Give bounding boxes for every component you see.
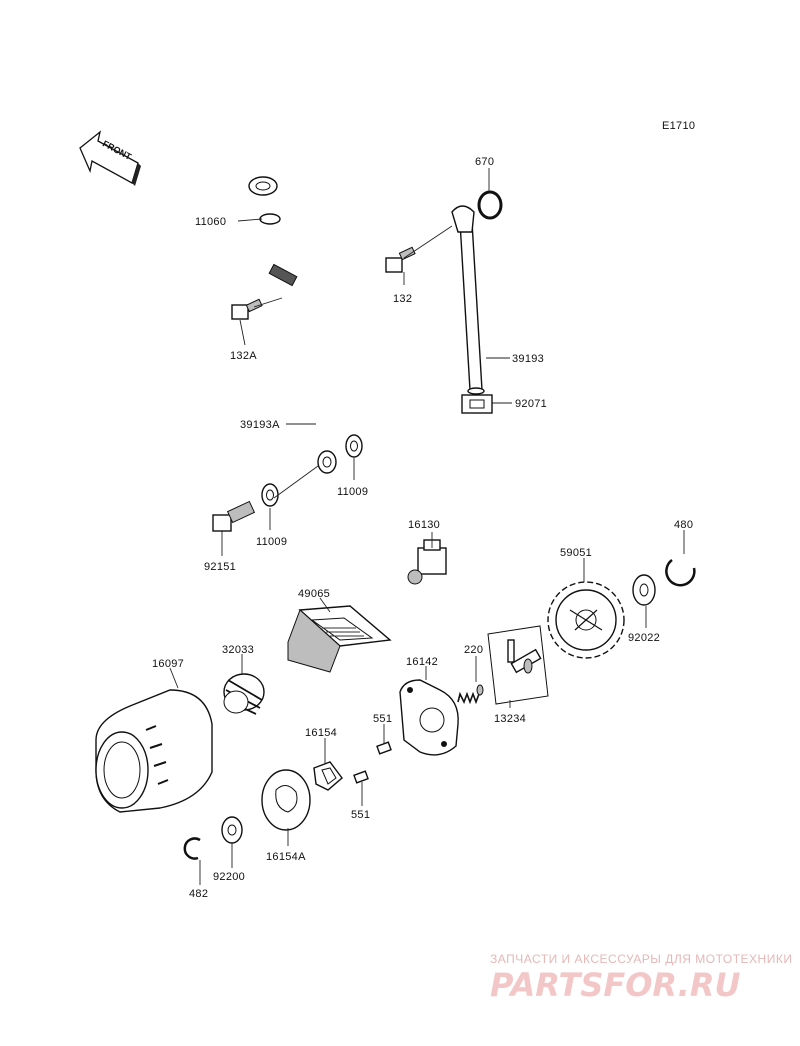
part-label: 59051 [560,547,592,559]
clamp-92071 [461,394,493,414]
pump-body-16142 [399,679,459,756]
oil-pipe-39193A [241,176,337,474]
bolt-132 [385,246,416,273]
part-label: 39193A [240,419,280,431]
part-label: 92071 [515,398,547,410]
part-label: 39193 [512,353,544,365]
circlip-482 [183,837,201,860]
spring-220 [457,684,484,705]
part-label: 11009 [256,536,287,548]
oil-pipe-39193 [451,205,485,395]
shaft-13234 [487,625,549,705]
part-label: 220 [464,644,483,656]
oil-filter-16097 [95,689,213,813]
part-labels: 670 11060 132 132A 39193 39193A 92071 11… [152,156,693,900]
part-label: 16154 [305,727,337,739]
part-label: 11060 [195,216,226,228]
washer-11009-lower [261,483,279,507]
screen-49065 [287,605,392,673]
part-label: 132A [230,350,257,362]
front-arrow-icon: FRONT [79,130,141,186]
part-label: 551 [351,809,370,821]
relief-valve-16130 [407,539,447,585]
part-label: 16097 [152,658,184,670]
part-label: 49065 [298,588,330,600]
part-label: 551 [373,713,392,725]
leader-lines [169,168,685,885]
part-label: 480 [674,519,693,531]
watermark-subtitle: ЗАПЧАСТИ И АКСЕССУАРЫ ДЛЯ МОТОТЕХНИКИ [490,952,792,966]
part-label: 670 [475,156,494,168]
gasket-11060 [259,213,281,225]
spring-32033 [223,673,265,715]
part-label: 16130 [408,519,440,531]
part-label: 13234 [494,713,526,725]
banjo-bolt-92151 [212,500,256,532]
pin-551-lower [353,770,369,784]
part-label: 16154A [266,851,306,863]
watermark-brand: PARTSFOR.RU [490,966,740,1004]
gear-59051 [547,581,625,659]
washer-11009-upper [345,434,363,458]
part-label: 92022 [628,632,660,644]
part-label: 482 [189,888,208,900]
part-label: 11009 [337,486,368,498]
pin-551-upper [376,741,392,755]
part-label: 92151 [204,561,236,573]
o-ring-670 [477,190,503,220]
part-label: 16142 [406,656,438,668]
diagram-code: E1710 [662,120,695,132]
bolt-132A [231,298,263,320]
circlip-480 [665,558,696,587]
part-label: 32033 [222,644,254,656]
washer-92022 [632,574,656,606]
washer-92200 [221,816,243,844]
part-label: 92200 [213,871,245,883]
part-label: 132 [393,293,412,305]
watermark: ЗАПЧАСТИ И АКСЕССУАРЫ ДЛЯ МОТОТЕХНИКИ PA… [490,952,792,1004]
outer-rotor-16154A [261,769,311,831]
inner-rotor-16154 [313,761,343,791]
